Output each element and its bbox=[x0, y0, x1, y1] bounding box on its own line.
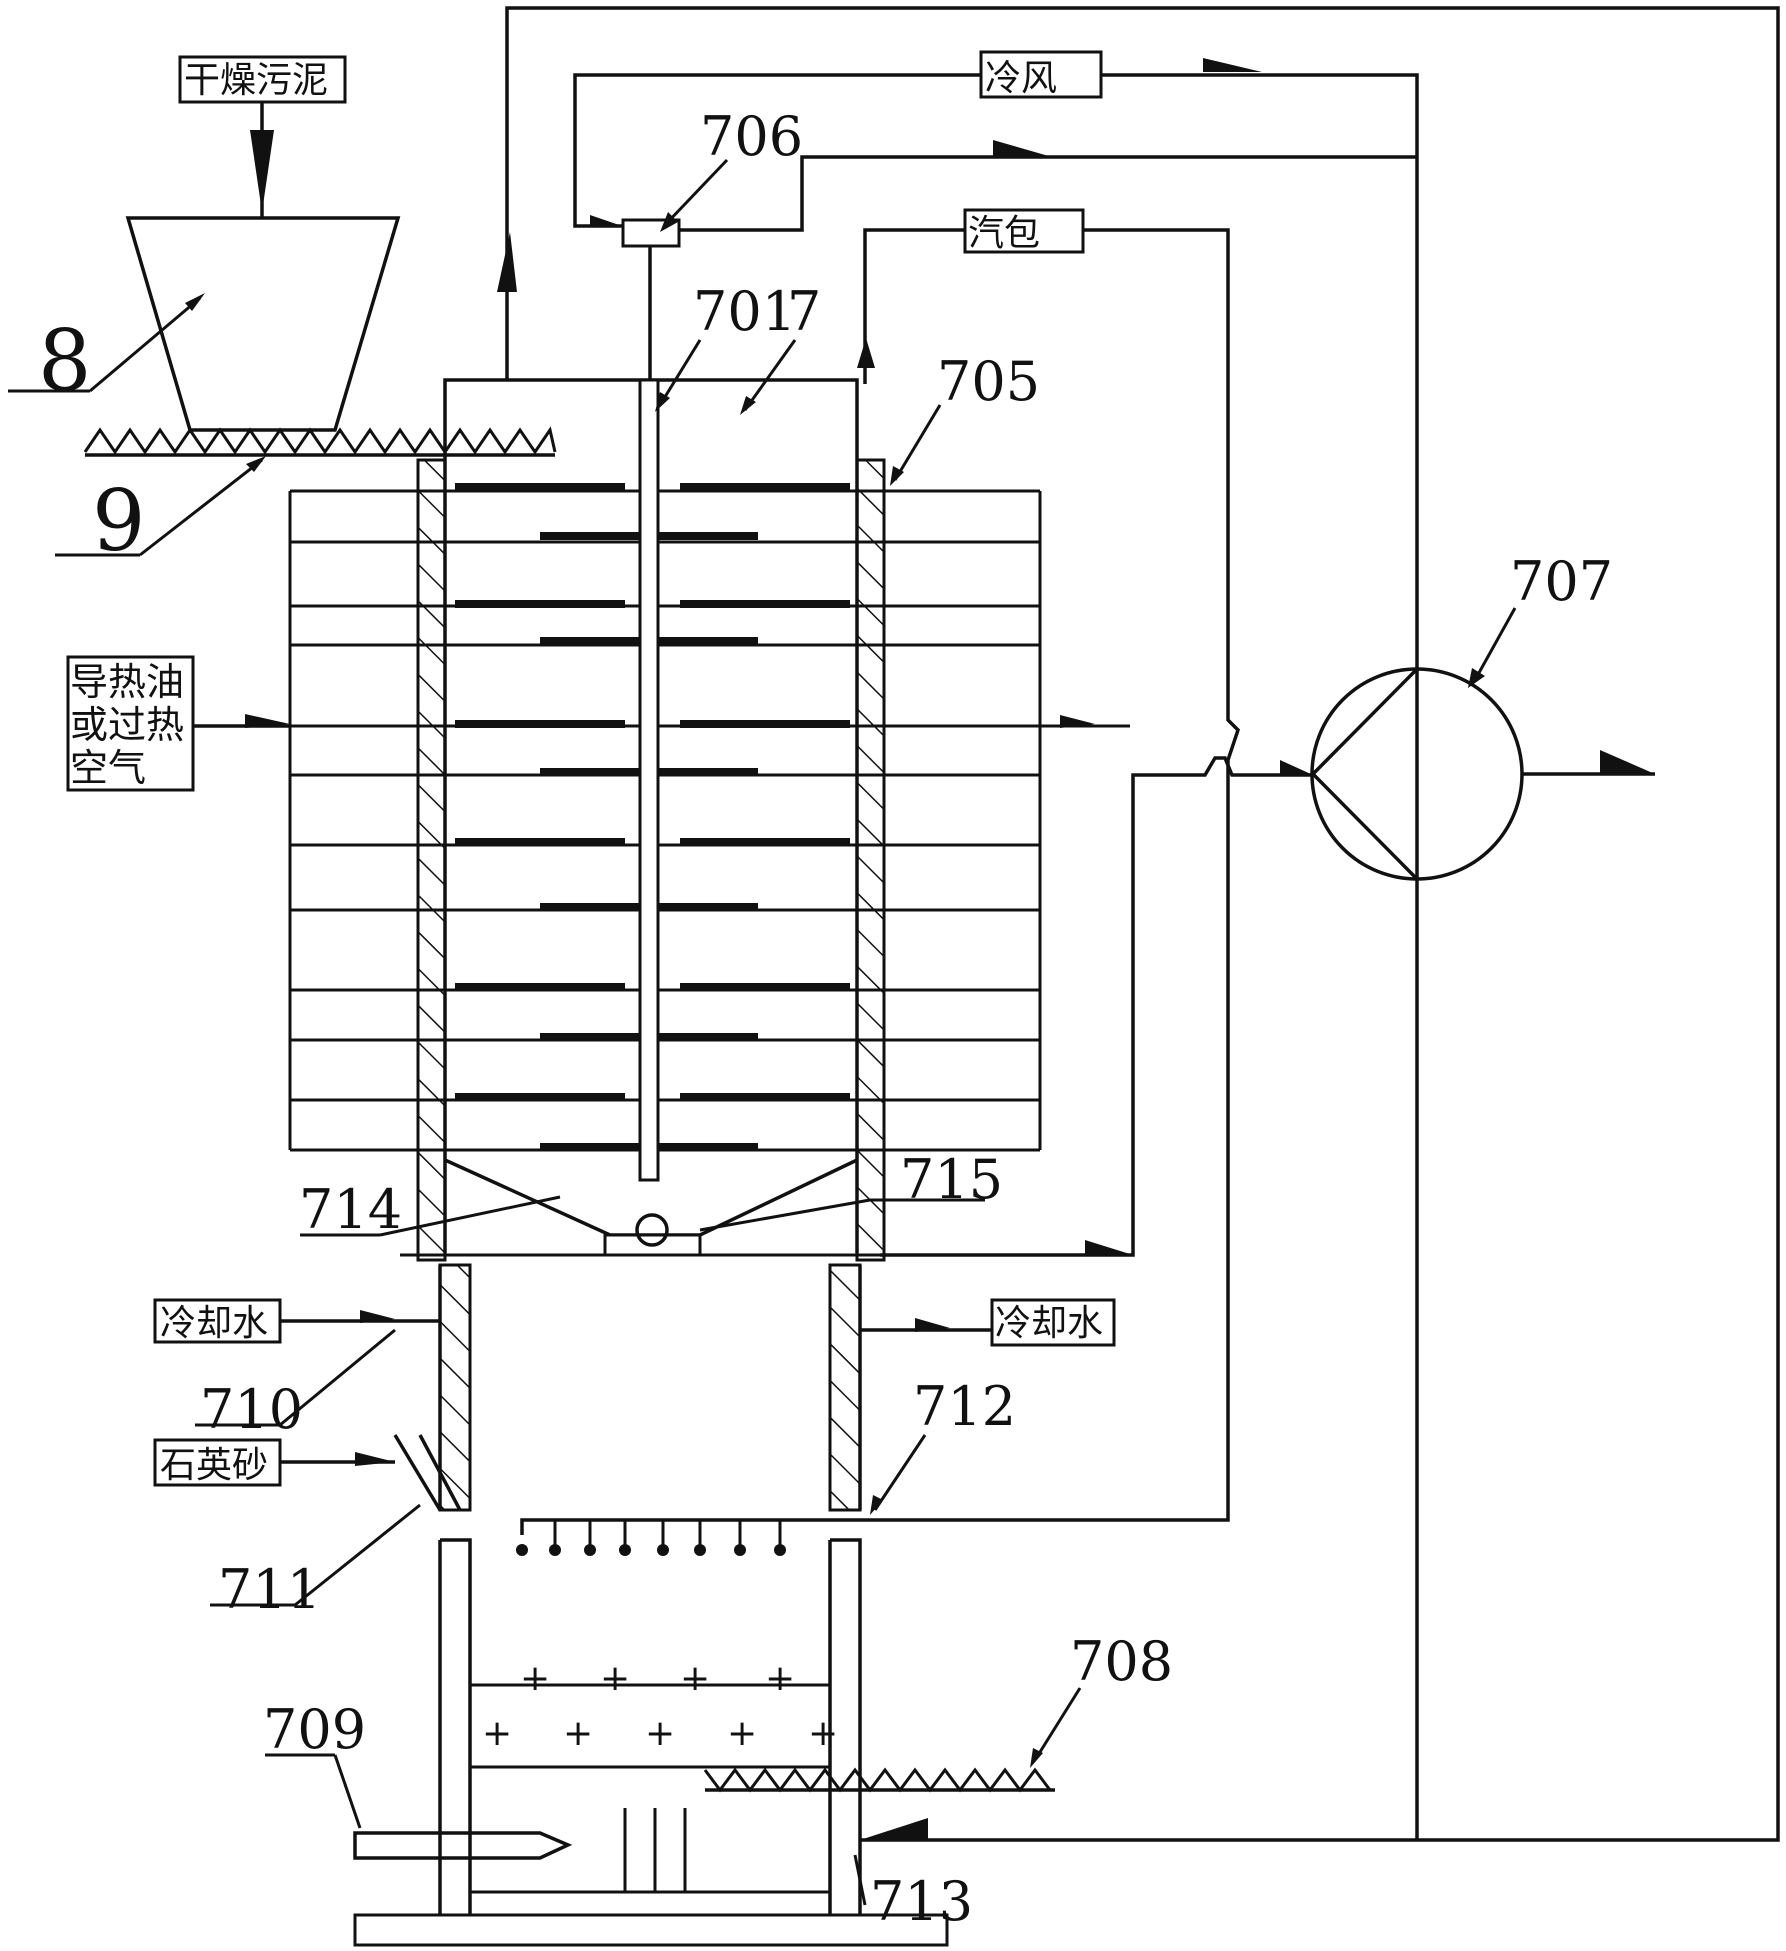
svg-text:冷却水: 冷却水 bbox=[160, 1303, 268, 1344]
steam-drum-line: 汽包 bbox=[520, 208, 1241, 1535]
dried-sludge-box bbox=[178, 55, 347, 104]
air-inlet-713: 713 bbox=[853, 1818, 1417, 1933]
valve-706: 706 bbox=[621, 105, 803, 380]
quartz-sand-inlet: 石英砂 711 bbox=[153, 1438, 421, 1621]
svg-text:709: 709 bbox=[263, 1698, 366, 1761]
svg-text:+: + bbox=[727, 1713, 757, 1754]
screw-feeder-9: 9 bbox=[55, 426, 557, 570]
svg-text:7: 7 bbox=[787, 280, 821, 343]
svg-text:+: + bbox=[765, 1658, 795, 1699]
svg-text:或过热: 或过热 bbox=[70, 703, 184, 747]
svg-text:715: 715 bbox=[900, 1148, 1003, 1211]
cold-air-line: 冷风 bbox=[573, 50, 1419, 1840]
lower-chamber: ++++ +++++ bbox=[353, 1263, 949, 1947]
svg-text:711: 711 bbox=[218, 1558, 321, 1621]
burner-709: 709 bbox=[263, 1698, 573, 1860]
tower-ref-labels: 701 7 705 714 715 bbox=[299, 280, 1040, 1241]
svg-text:706: 706 bbox=[700, 105, 803, 168]
cooling-water-right: 冷却水 bbox=[860, 1298, 1116, 1347]
drying-trays bbox=[455, 483, 850, 1151]
heat-oil-inlet: 导热油 或过热 空气 bbox=[66, 655, 290, 792]
svg-text:714: 714 bbox=[299, 1178, 402, 1241]
steam-drum-label: 汽包 bbox=[968, 213, 1040, 254]
dried-sludge-label: 干燥污泥 bbox=[184, 60, 328, 101]
svg-text:+: + bbox=[808, 1713, 838, 1754]
drying-tower-7 bbox=[288, 378, 1130, 1262]
svg-text:701: 701 bbox=[693, 280, 796, 343]
steam-drum-box bbox=[963, 208, 1085, 254]
cooling-water-left: 冷却水 710 bbox=[153, 1298, 440, 1441]
svg-text:+: + bbox=[600, 1658, 630, 1699]
svg-text:+: + bbox=[563, 1713, 593, 1754]
svg-text:石英砂: 石英砂 bbox=[160, 1445, 268, 1486]
svg-text:712: 712 bbox=[913, 1375, 1016, 1438]
svg-text:+: + bbox=[645, 1713, 675, 1754]
svg-text:+: + bbox=[680, 1658, 710, 1699]
svg-text:8: 8 bbox=[38, 312, 91, 410]
svg-text:+: + bbox=[520, 1658, 550, 1699]
svg-text:冷却水: 冷却水 bbox=[995, 1303, 1103, 1344]
cold-air-arrow-head bbox=[1203, 58, 1262, 72]
cold-air-label: 冷风 bbox=[985, 58, 1057, 99]
outlet-screw-708: 708 bbox=[703, 1630, 1173, 1793]
svg-text:707: 707 bbox=[1510, 550, 1613, 613]
svg-text:导热油: 导热油 bbox=[70, 660, 184, 704]
svg-text:708: 708 bbox=[1070, 1630, 1173, 1693]
up-arrow-left-pipe bbox=[497, 232, 517, 292]
hot-air-line bbox=[679, 140, 1417, 232]
heat-exchanger-707: 707 bbox=[1310, 550, 1655, 881]
heating-coil-lines bbox=[288, 489, 1130, 1152]
svg-text:710: 710 bbox=[200, 1378, 303, 1441]
svg-text:+: + bbox=[482, 1713, 512, 1754]
svg-text:空气: 空气 bbox=[70, 746, 146, 790]
cold-air-box bbox=[979, 50, 1103, 99]
hopper-8: 干燥污泥 8 bbox=[8, 55, 401, 432]
label-712: 712 bbox=[870, 1375, 1016, 1515]
flue-gas-line bbox=[880, 756, 1313, 1257]
svg-text:705: 705 bbox=[937, 350, 1040, 413]
plus-marks: ++++ +++++ bbox=[482, 1658, 838, 1754]
outer-recirculation-pipe bbox=[497, 6, 1780, 1842]
svg-text:713: 713 bbox=[870, 1870, 973, 1933]
